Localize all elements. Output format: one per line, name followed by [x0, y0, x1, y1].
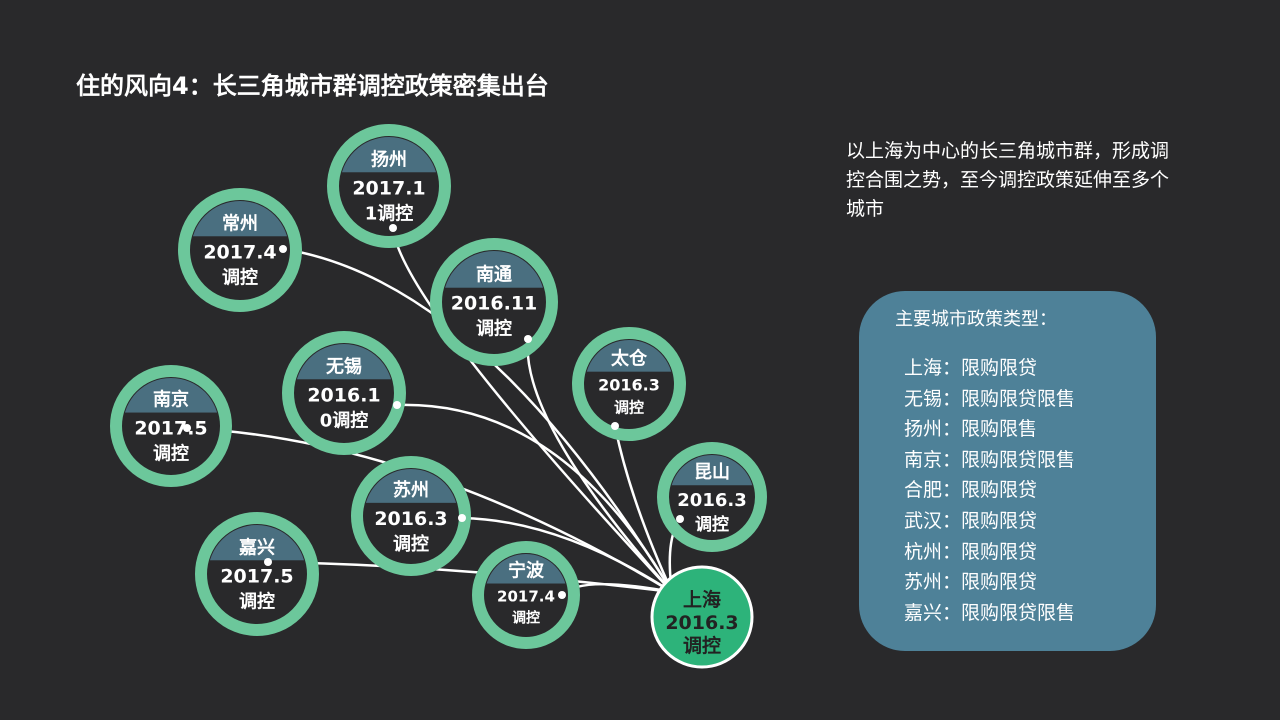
connection-line: [613, 425, 674, 593]
policy-item: 嘉兴：限购限贷限售: [904, 601, 1076, 624]
policy-date: 2017.4: [497, 588, 555, 606]
policy-item: 无锡：限购限贷限售: [904, 387, 1076, 410]
policy-label: 1调控: [365, 202, 414, 224]
city-name: 昆山: [694, 462, 730, 483]
city-name: 宁波: [508, 560, 545, 582]
city-name: 嘉兴: [238, 537, 275, 558]
city-node: 太仓 2016.3 调控: [572, 327, 686, 441]
city-node: 宁波 2017.4 调控: [472, 541, 580, 649]
city-node: 无锡 2016.1 0调控: [282, 331, 406, 455]
policy-item: 扬州：限购限售: [904, 418, 1038, 441]
city-name: 无锡: [326, 355, 362, 377]
connection-line: [396, 403, 674, 593]
policy-item: 合肥：限购限贷: [904, 479, 1038, 502]
city-name: 南通: [476, 264, 512, 286]
link-dot: [389, 224, 397, 232]
policy-label: 调控: [614, 399, 644, 417]
policy-date: 2017.1: [352, 177, 425, 199]
connection-line: [267, 560, 673, 594]
policy-label: 调控: [512, 610, 540, 627]
connection-lines: [186, 227, 682, 596]
policy-item: 杭州：限购限贷: [904, 540, 1038, 563]
policy-item: 南京：限购限贷限售: [904, 448, 1076, 471]
link-dot: [524, 335, 532, 343]
link-dot: [264, 558, 272, 566]
policy-panel: 主要城市政策类型： 上海：限购限贷 无锡：限购限贷限售 扬州：限购限售 南京：限…: [859, 291, 1156, 651]
connection-line: [526, 338, 673, 593]
policy-label: 调控: [222, 266, 258, 288]
city-node: 南通 2016.11 调控: [430, 238, 558, 366]
city-name: 太仓: [611, 348, 648, 370]
policy-item: 上海：限购限贷: [904, 357, 1038, 379]
policy-date: 2016.11: [451, 293, 538, 315]
city-name: 苏州: [393, 479, 429, 501]
policy-date: 2016.3: [374, 508, 447, 530]
hub-policy-label: 调控: [683, 634, 721, 657]
city-node: 昆山 2016.3 调控: [657, 442, 767, 552]
policy-date: 2017.5: [134, 418, 207, 440]
policy-date: 2017.4: [203, 241, 276, 263]
hub-policy-date: 2016.3: [665, 612, 738, 634]
link-dot: [558, 591, 566, 599]
city-node: 扬州 2017.1 1调控: [327, 124, 451, 248]
policy-date: 2016.3: [677, 490, 746, 511]
policy-label: 调控: [695, 514, 729, 535]
hub-city-name: 上海: [683, 588, 721, 611]
link-dot: [279, 245, 287, 253]
link-dot: [676, 515, 684, 523]
policy-item: 苏州：限购限贷: [904, 571, 1038, 594]
policy-label: 调控: [476, 318, 512, 340]
city-node: 南京 2017.5 调控: [110, 365, 232, 487]
policy-label: 调控: [153, 443, 189, 465]
policy-label: 调控: [393, 533, 429, 555]
link-dot: [458, 514, 466, 522]
panel-title: 主要城市政策类型：: [895, 309, 1057, 330]
link-dot: [183, 424, 191, 432]
hub-circle: [650, 565, 754, 669]
city-name: 扬州: [371, 148, 407, 170]
policy-item: 武汉：限购限贷: [904, 509, 1038, 532]
city-node: 常州 2017.4 调控: [178, 188, 302, 312]
policy-date: 2017.5: [220, 565, 293, 587]
city-name: 南京: [153, 389, 189, 411]
description-text: 以上海为中心的长三角城市群，形成调控合围之势，至今调控政策延伸至多个城市: [846, 140, 1170, 220]
link-dot: [393, 401, 401, 409]
city-node: 苏州 2016.3 调控: [351, 456, 471, 576]
policy-label: 调控: [239, 590, 275, 612]
link-dot: [611, 422, 619, 430]
policy-date: 2016.1: [307, 384, 380, 406]
city-name: 常州: [222, 212, 258, 234]
connection-line: [461, 516, 673, 594]
policy-date: 2016.3: [598, 376, 660, 395]
policy-label: 0调控: [320, 409, 369, 431]
policy-list: 上海：限购限贷 无锡：限购限贷限售 扬州：限购限售 南京：限购限贷限售 合肥：限…: [904, 353, 1075, 628]
city-node: 嘉兴 2017.5 调控: [195, 512, 319, 636]
city-nodes: 扬州2017.11调控常州2017.4调控南通2016.11调控太仓2016.3…: [110, 124, 767, 669]
slide-title: 住的风向4：长三角城市群调控政策密集出台: [76, 72, 549, 100]
